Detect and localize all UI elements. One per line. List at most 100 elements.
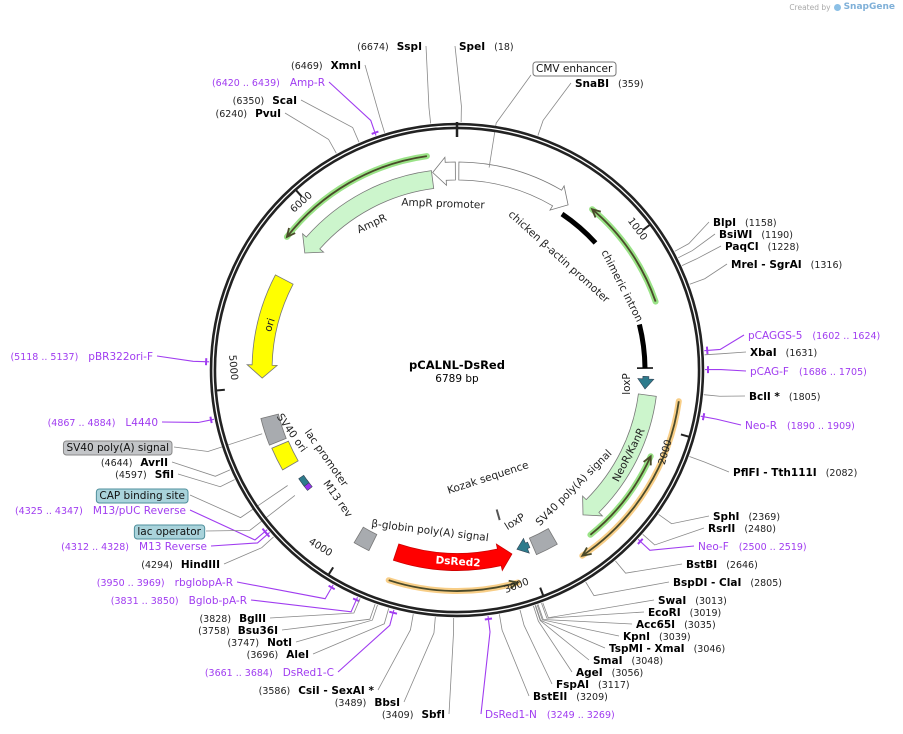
site-name: XmnI	[331, 60, 361, 72]
ampr-promoter-feature[interactable]	[432, 156, 456, 187]
loxp-feature[interactable]	[516, 537, 531, 554]
restriction-site-label[interactable]: SwaI(3013)	[658, 595, 727, 607]
site-name: SnaBI	[575, 78, 609, 90]
restriction-site-label[interactable]: BclI *(1805)	[749, 391, 820, 403]
restriction-site-label[interactable]: BstEII(3209)	[533, 691, 608, 703]
kozak-sequence-feature[interactable]	[495, 509, 501, 521]
restriction-site-label[interactable]: TspMI - XmaI(3046)	[609, 643, 725, 655]
restriction-site-label[interactable]: (3828)BglII	[199, 613, 266, 625]
site-position: (6350)	[233, 96, 265, 107]
restriction-site-label[interactable]: (4294)HindIII	[141, 559, 220, 571]
restriction-site-label[interactable]: AgeI(3056)	[576, 667, 643, 679]
primer-label[interactable]: (5118 .. 5137)pBR322ori-F	[10, 351, 153, 363]
primer-name: L4440	[125, 417, 158, 429]
site-leader-line	[704, 351, 747, 356]
orf-arrow[interactable]	[591, 208, 657, 302]
sv40-ori-feature[interactable]	[271, 440, 299, 471]
restriction-site-label[interactable]: FspAI(3117)	[556, 679, 630, 691]
restriction-site-label[interactable]: BsiWI(1190)	[719, 229, 793, 241]
restriction-site-label[interactable]: BstBI(2646)	[686, 559, 758, 571]
restriction-site-label[interactable]: (4597)SfiI	[115, 469, 174, 481]
lac-promoter-feature[interactable]	[298, 474, 310, 487]
primer-label[interactable]: Neo-R(1890 .. 1909)	[745, 420, 855, 432]
restriction-site-label[interactable]: (4644)AvrII	[101, 457, 168, 469]
restriction-site-label[interactable]: Acc65I(3035)	[636, 619, 716, 631]
restriction-site-label[interactable]: (6240)PvuI	[215, 108, 281, 120]
restriction-site-label[interactable]: SmaI(3048)	[593, 655, 663, 667]
orf-arrow[interactable]	[286, 155, 428, 238]
restriction-site-label[interactable]: (6674)SspI	[357, 41, 422, 53]
site-leader-line	[585, 581, 670, 597]
site-position: (2082)	[826, 468, 858, 479]
restriction-site-label[interactable]: SnaBI(359)	[575, 78, 644, 90]
ampr-feature[interactable]	[302, 170, 435, 254]
restriction-site-label[interactable]: XbaI(1631)	[750, 347, 817, 359]
site-leader-line	[454, 45, 462, 123]
restriction-site-label[interactable]: KpnI(3039)	[623, 631, 691, 643]
restriction-site-label[interactable]: BlpI(1158)	[713, 217, 777, 229]
chicken-actin-promoter-feature[interactable]	[458, 161, 569, 211]
orf-arrowhead-icon	[285, 227, 296, 239]
primer-range: (1686 .. 1705)	[799, 367, 867, 378]
restriction-site-label[interactable]: SphI(2369)	[713, 511, 780, 523]
primer-name: pCAG-F	[750, 366, 789, 378]
primer-label[interactable]: pCAG-F (1686 .. 1705)	[750, 366, 867, 378]
globin-poly-a-signal-feature[interactable]	[353, 526, 378, 552]
restriction-site-label[interactable]: (3696)AleI	[247, 649, 309, 661]
orf-arrowhead-icon	[580, 547, 592, 557]
sv40-polya-feature[interactable]	[260, 413, 287, 446]
site-position: (2480)	[744, 524, 776, 535]
site-leader-line	[177, 473, 235, 488]
primer-label[interactable]: (4867 .. 4884)L4440	[48, 417, 158, 429]
restriction-site-label[interactable]: BspDI - ClaI(2805)	[673, 577, 782, 589]
feature-callout[interactable]: CAP binding site	[95, 488, 189, 504]
restriction-site-label[interactable]: (3409)SbfI	[382, 709, 445, 721]
primer-leader-line	[328, 81, 377, 136]
created-by-text: Created by	[789, 2, 831, 12]
primer-label[interactable]: Neo-F(2500 .. 2519)	[698, 541, 807, 553]
orf-arrow[interactable]	[388, 579, 519, 592]
restriction-site-label[interactable]: MreI - SgrAI(1316)	[731, 259, 842, 271]
site-name: PaqCI	[725, 241, 759, 253]
restriction-site-label[interactable]: (6469)XmnI	[291, 60, 361, 72]
intron-segment[interactable]	[560, 211, 598, 245]
restriction-site-label[interactable]: EcoRI(3019)	[648, 607, 721, 619]
tick-mark	[642, 223, 652, 231]
site-position: (3117)	[598, 680, 630, 691]
primer-range: (5118 .. 5137)	[10, 352, 78, 363]
loxp-feature[interactable]	[637, 375, 655, 390]
restriction-site-label[interactable]: PaqCI(1228)	[725, 241, 799, 253]
site-name: SbfI	[421, 709, 445, 721]
primer-label[interactable]: (3831 .. 3850)Bglob-pA-R	[111, 595, 247, 607]
feature-callout[interactable]: lac operator	[133, 524, 206, 540]
primer-label[interactable]: (3950 .. 3969)rbglobpA-R	[97, 577, 233, 589]
restriction-site-label[interactable]: SpeI(18)	[459, 41, 514, 53]
site-leader-line	[425, 45, 432, 124]
restriction-site-label[interactable]: (3758)Bsu36I	[198, 625, 278, 637]
site-position: (1316)	[811, 260, 843, 271]
restriction-site-label[interactable]: (6350)ScaI	[233, 95, 297, 107]
orf-arrow[interactable]	[589, 455, 652, 536]
sv40-poly-a-signal-feature[interactable]	[528, 528, 558, 556]
dsred2-feature[interactable]	[392, 543, 513, 572]
primer-label[interactable]: (6420 .. 6439)Amp-R	[212, 77, 325, 89]
feature-callout[interactable]: SV40 poly(A) signal	[62, 440, 173, 456]
restriction-site-label[interactable]: PflFI - Tth111I(2082)	[733, 467, 857, 479]
tick-mark	[326, 566, 335, 577]
chimeric-intron-feature[interactable]	[636, 323, 648, 369]
primer-label[interactable]: (4312 .. 4328)M13 Reverse	[61, 541, 207, 553]
orf-arrow[interactable]	[581, 401, 680, 557]
restriction-site-label[interactable]: (3747)NotI	[227, 637, 292, 649]
site-position: (3586)	[259, 686, 291, 697]
site-position: (18)	[494, 42, 514, 53]
primer-label[interactable]: (4325 .. 4347)M13/pUC Reverse	[15, 505, 186, 517]
restriction-site-label[interactable]: RsrII(2480)	[708, 523, 776, 535]
restriction-site-label[interactable]: (3489)BbsI	[335, 697, 400, 709]
primer-label[interactable]: DsRed1-N(3249 .. 3269)	[485, 709, 615, 721]
primer-label[interactable]: pCAGGS-5(1602 .. 1624)	[748, 330, 880, 342]
ori-feature[interactable]	[246, 274, 294, 379]
feature-callout[interactable]: CMV enhancer	[532, 61, 617, 77]
neor-kanr-feature[interactable]	[582, 393, 657, 517]
restriction-site-label[interactable]: (3586)CsiI - SexAI *	[259, 685, 375, 697]
primer-label[interactable]: (3661 .. 3684)DsRed1-C	[205, 667, 334, 679]
